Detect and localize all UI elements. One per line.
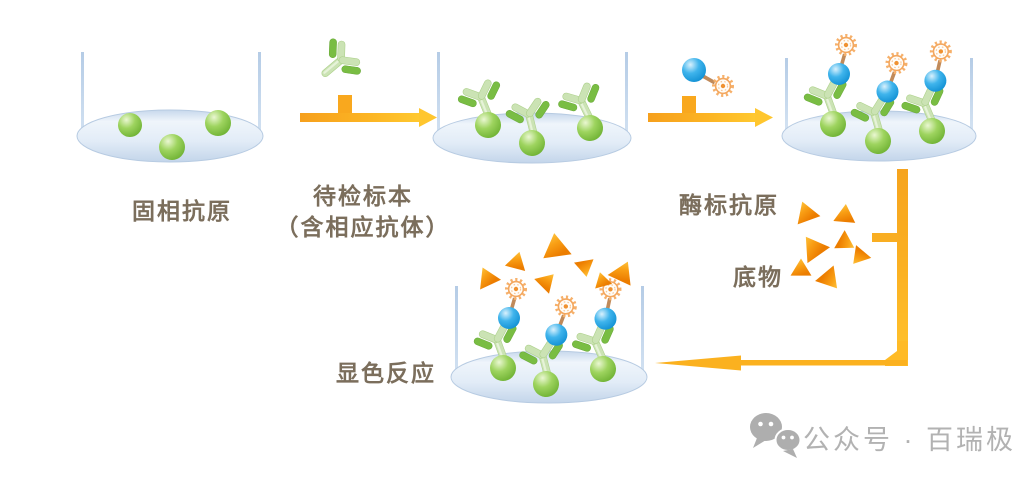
well-wall <box>258 52 261 138</box>
arrow-left-icon <box>655 355 741 371</box>
label-test-sample-line2: （含相应抗体） <box>275 214 451 240</box>
arrow-down-left-connector <box>655 169 908 371</box>
wechat-icon <box>750 413 802 458</box>
label-test-sample: 待检标本 （含相应抗体） <box>276 181 451 243</box>
label-enzyme-labeled-antigen: 酶标抗原 <box>679 192 779 218</box>
substrate-triangle-icon <box>790 197 872 297</box>
enzyme-antigen-icon <box>682 58 734 97</box>
well-2-antigen-antibody <box>432 52 632 164</box>
label-test-sample-line1: 待检标本 <box>313 183 413 209</box>
well-wall <box>641 286 644 378</box>
antibody-icon <box>306 30 370 95</box>
arrow-right-icon <box>648 96 773 127</box>
well-wall <box>455 286 458 378</box>
well-wall <box>970 58 973 130</box>
well-wall <box>81 52 84 138</box>
well-wall <box>437 52 440 140</box>
antigen-ball-icon <box>118 110 231 160</box>
label-color-reaction: 显色反应 <box>336 360 436 386</box>
label-solid-phase-antigen: 固相抗原 <box>132 198 232 224</box>
enzyme-gear-icon <box>712 75 734 97</box>
arrow-right-icon <box>300 95 437 127</box>
well-wall <box>785 58 788 130</box>
well-1-solid-phase-antigen <box>76 52 264 163</box>
well-3-enzyme-complex <box>781 36 977 162</box>
well-4-color-reaction <box>450 231 648 404</box>
well-wall <box>625 52 628 140</box>
label-substrate: 底物 <box>733 264 783 290</box>
watermark-text: 公众号 · 百瑞极 <box>803 425 1016 455</box>
